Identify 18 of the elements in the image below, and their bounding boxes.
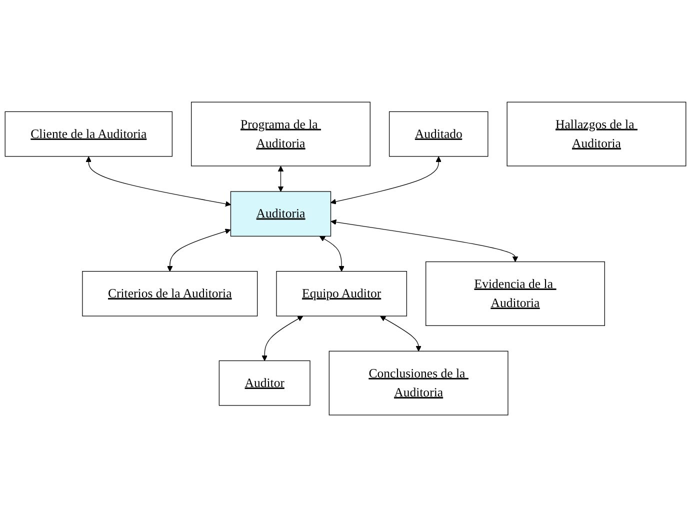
- arrow: [167, 229, 231, 272]
- node-box: Equipo Auditor: [276, 271, 407, 317]
- arrow: [86, 156, 231, 207]
- arrow: [278, 166, 284, 192]
- node-box: Evidencia de la Auditoria: [426, 262, 605, 326]
- node-box: Criterios de la Auditoria: [82, 271, 258, 317]
- arrow: [319, 236, 344, 272]
- node-box: Auditor: [218, 360, 310, 406]
- node-box: Conclusiones de la Auditoria: [328, 351, 508, 416]
- node-box: Auditado: [388, 112, 488, 158]
- node-box: Auditoria: [230, 192, 332, 237]
- arrow: [330, 156, 442, 205]
- node-box: Cliente de la Auditoria: [4, 112, 172, 158]
- arrow: [262, 316, 304, 362]
- arrow: [330, 220, 518, 262]
- node-box: Programa de la Auditoria: [191, 102, 370, 167]
- arrow: [380, 316, 422, 352]
- node-box: Hallazgos de la Auditoria: [506, 102, 686, 167]
